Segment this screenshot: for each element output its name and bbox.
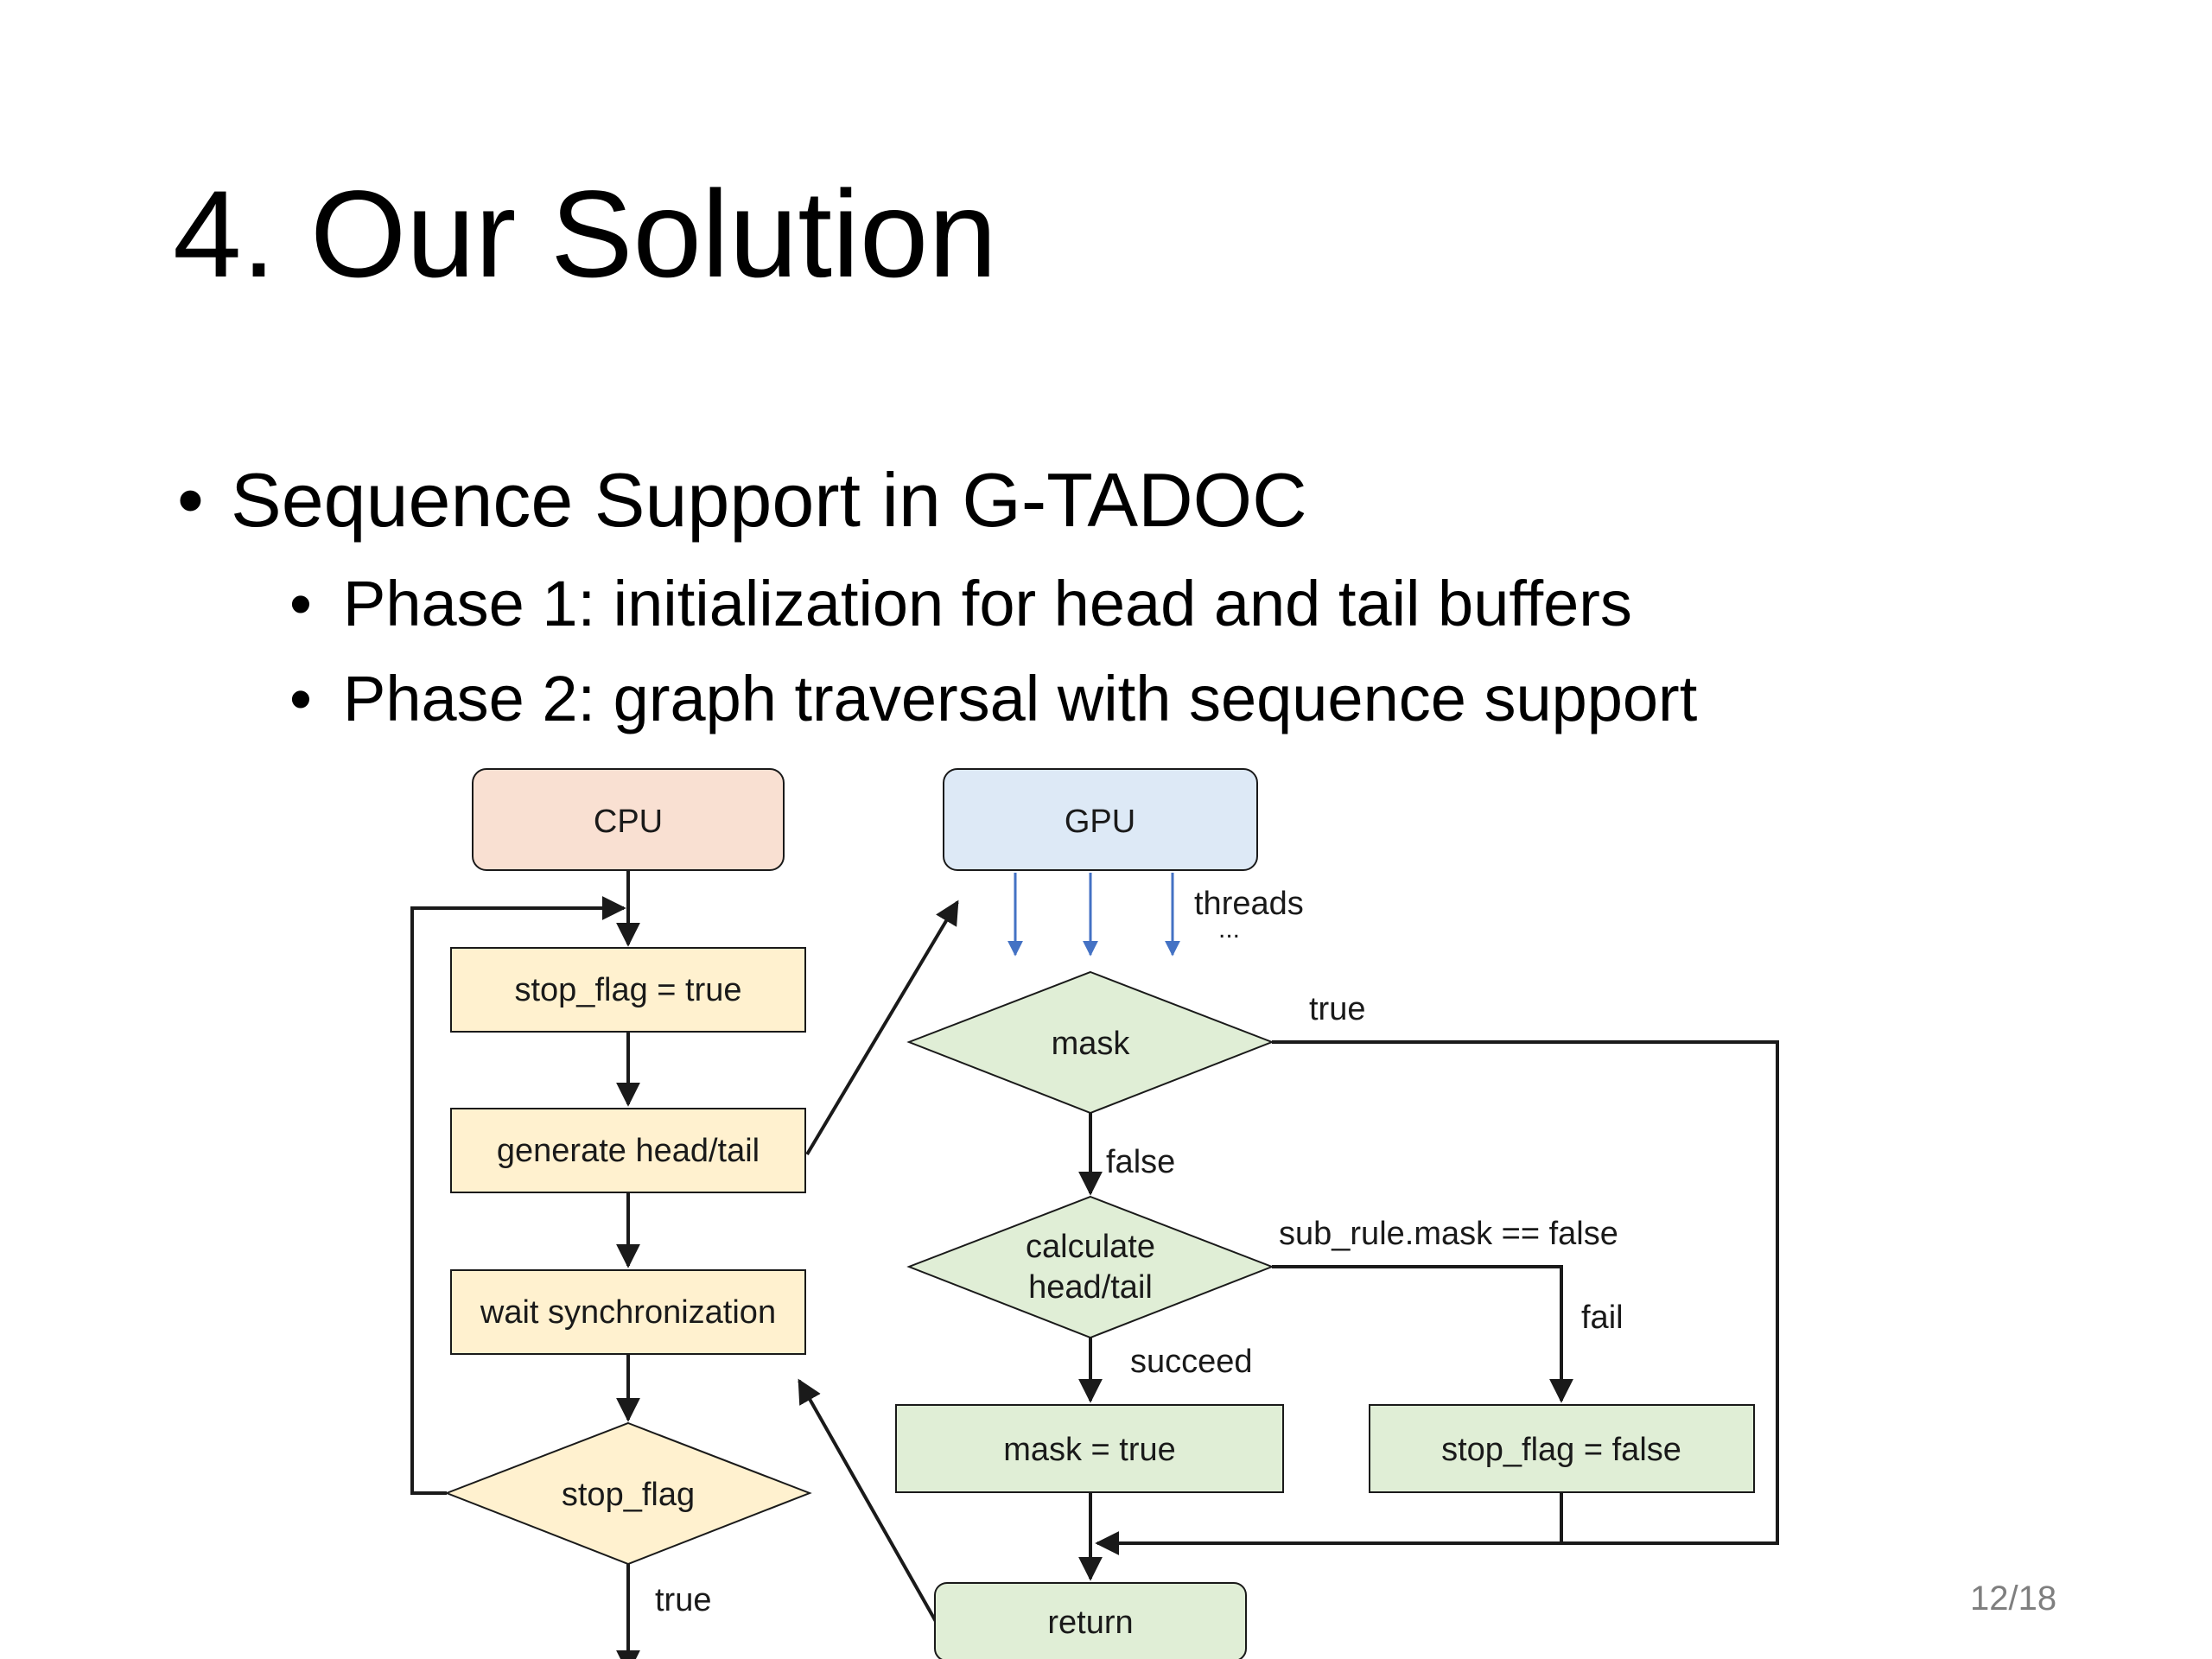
node-stop-flag-true-label: stop_flag = true bbox=[514, 972, 741, 1008]
decision-mask-label: mask bbox=[1052, 1026, 1131, 1062]
edge-mask-true-outer bbox=[1095, 1040, 1779, 1555]
node-return bbox=[934, 1582, 1247, 1659]
edge-label-fail: fail bbox=[1581, 1300, 1624, 1336]
slide-title: 4. Our Solution bbox=[173, 166, 997, 303]
node-generate-head-tail-label: generate head/tail bbox=[497, 1133, 760, 1169]
sub-bullet-phase2-text: Phase 2: graph traversal with sequence s… bbox=[343, 663, 1698, 734]
node-return-label: return bbox=[1047, 1605, 1133, 1641]
edge-label-mask-false: false bbox=[1106, 1144, 1175, 1180]
bullet-dot: • bbox=[177, 457, 204, 543]
threads-label: threads bbox=[1194, 886, 1304, 922]
edge-return-to-wait bbox=[798, 1378, 939, 1625]
page-number: 12/18 bbox=[1970, 1580, 2057, 1618]
decision-calculate-head-tail bbox=[906, 1195, 1274, 1339]
bullet-dot: • bbox=[289, 568, 312, 639]
bullet-main-text: Sequence Support in G-TADOC bbox=[231, 457, 1307, 543]
node-generate-head-tail bbox=[450, 1108, 806, 1193]
edge-calculate-fail bbox=[1272, 1265, 1573, 1403]
decision-calculate-label-line1: calculate bbox=[1026, 1229, 1155, 1265]
node-wait-synchronization-label: wait synchronization bbox=[480, 1294, 776, 1331]
sub-bullet-phase1-text: Phase 1: initialization for head and tai… bbox=[343, 568, 1632, 639]
edge-generate-to-gpu bbox=[805, 899, 959, 1156]
gpu-header-box bbox=[943, 768, 1258, 871]
node-wait-synchronization bbox=[450, 1269, 806, 1355]
edge-label-sub-rule: sub_rule.mask == false bbox=[1279, 1216, 1618, 1252]
bullet-dot: • bbox=[289, 663, 312, 734]
node-stop-flag-false bbox=[1369, 1404, 1755, 1493]
node-stop-flag-false-label: stop_flag = false bbox=[1441, 1432, 1681, 1468]
decision-stop-flag-label: stop_flag bbox=[562, 1477, 695, 1513]
node-mask-true-label: mask = true bbox=[1003, 1432, 1176, 1468]
node-stop-flag-true bbox=[450, 947, 806, 1033]
decision-calculate-label-line2: head/tail bbox=[1028, 1269, 1153, 1306]
edge-label-stop-flag-true: true bbox=[655, 1582, 711, 1618]
cpu-header-label: CPU bbox=[594, 804, 663, 840]
gpu-header-label: GPU bbox=[1065, 804, 1135, 840]
edge-label-succeed: succeed bbox=[1130, 1344, 1253, 1380]
edge-loop-back bbox=[410, 896, 626, 1495]
edge-label-mask-true: true bbox=[1309, 991, 1365, 1027]
threads-ellipsis: ... bbox=[1218, 915, 1240, 944]
